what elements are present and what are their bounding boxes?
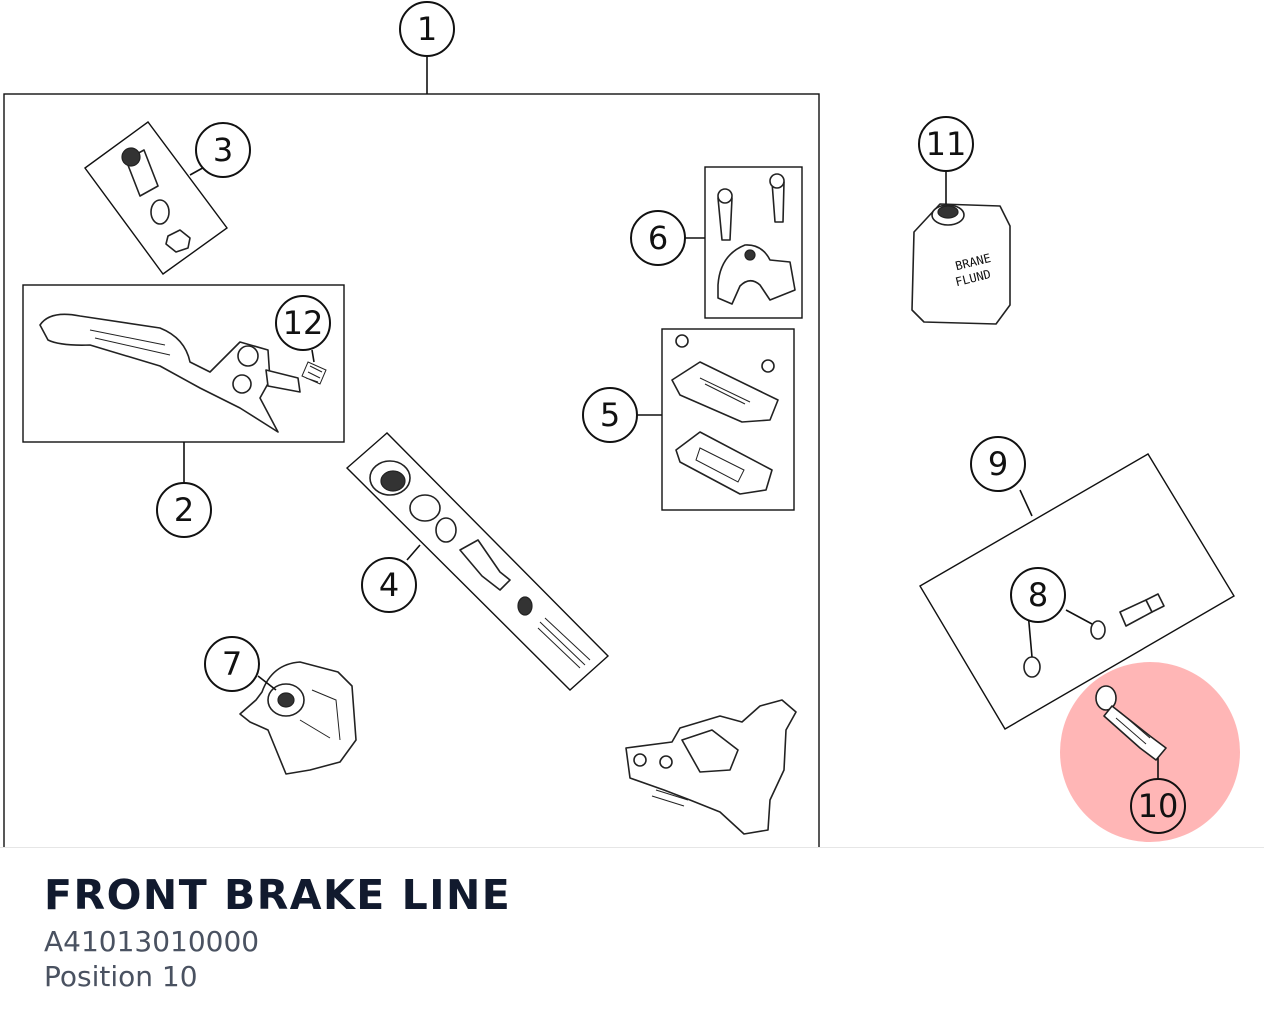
callout-6-label: 6: [648, 219, 668, 257]
callout-2-label: 2: [174, 491, 194, 529]
part-1-master-cylinder-assembly[interactable]: [625, 699, 797, 835]
callout-7-label: 7: [222, 645, 242, 683]
callout-12[interactable]: 12: [275, 295, 331, 351]
position-label: Position 10: [44, 960, 198, 993]
callout-1-label: 1: [417, 10, 437, 48]
callout-12-label: 12: [283, 304, 324, 342]
callout-5[interactable]: 5: [582, 387, 638, 443]
page-title: FRONT BRAKE LINE: [44, 871, 512, 919]
part-2-brake-lever[interactable]: [22, 284, 345, 484]
part-number: A41013010000: [44, 925, 260, 958]
callout-2[interactable]: 2: [156, 482, 212, 538]
callout-9[interactable]: 9: [970, 436, 1026, 492]
callout-9-label: 9: [988, 445, 1008, 483]
part-6-handlebar-clamp[interactable]: [682, 166, 803, 319]
callout-10[interactable]: 10: [1130, 778, 1186, 834]
part-7-master-cylinder-body[interactable]: [239, 661, 357, 775]
callout-1[interactable]: 1: [399, 1, 455, 57]
part-11-brake-fluid-bottle[interactable]: BRANE FLUND: [911, 172, 1011, 325]
callout-4-label: 4: [379, 566, 399, 604]
part-4-piston-kit[interactable]: [345, 432, 610, 691]
part-9-banjo-bolt-kit[interactable]: [919, 453, 1235, 730]
part-5-reservoir-cover[interactable]: [636, 328, 795, 511]
callout-6[interactable]: 6: [630, 210, 686, 266]
exploded-parts-diagram: BRANE FLUND 1 2 3 4 5 6 7 8 9 10 11 12: [3, 1, 1240, 848]
callout-11-label: 11: [926, 125, 967, 163]
callout-5-label: 5: [600, 396, 620, 434]
callout-10-label: 10: [1138, 787, 1179, 825]
divider: [0, 847, 1264, 848]
callout-4[interactable]: 4: [361, 557, 417, 613]
callout-3[interactable]: 3: [195, 122, 251, 178]
callout-3-label: 3: [213, 131, 233, 169]
assembly-frame: [3, 93, 820, 848]
callout-8[interactable]: 8: [1010, 567, 1066, 623]
part-10-brake-line[interactable]: [1095, 685, 1167, 780]
callout-7[interactable]: 7: [204, 636, 260, 692]
callout-11[interactable]: 11: [918, 116, 974, 172]
callout-8-label: 8: [1028, 576, 1048, 614]
part-3-bolt-set[interactable]: [84, 121, 228, 275]
